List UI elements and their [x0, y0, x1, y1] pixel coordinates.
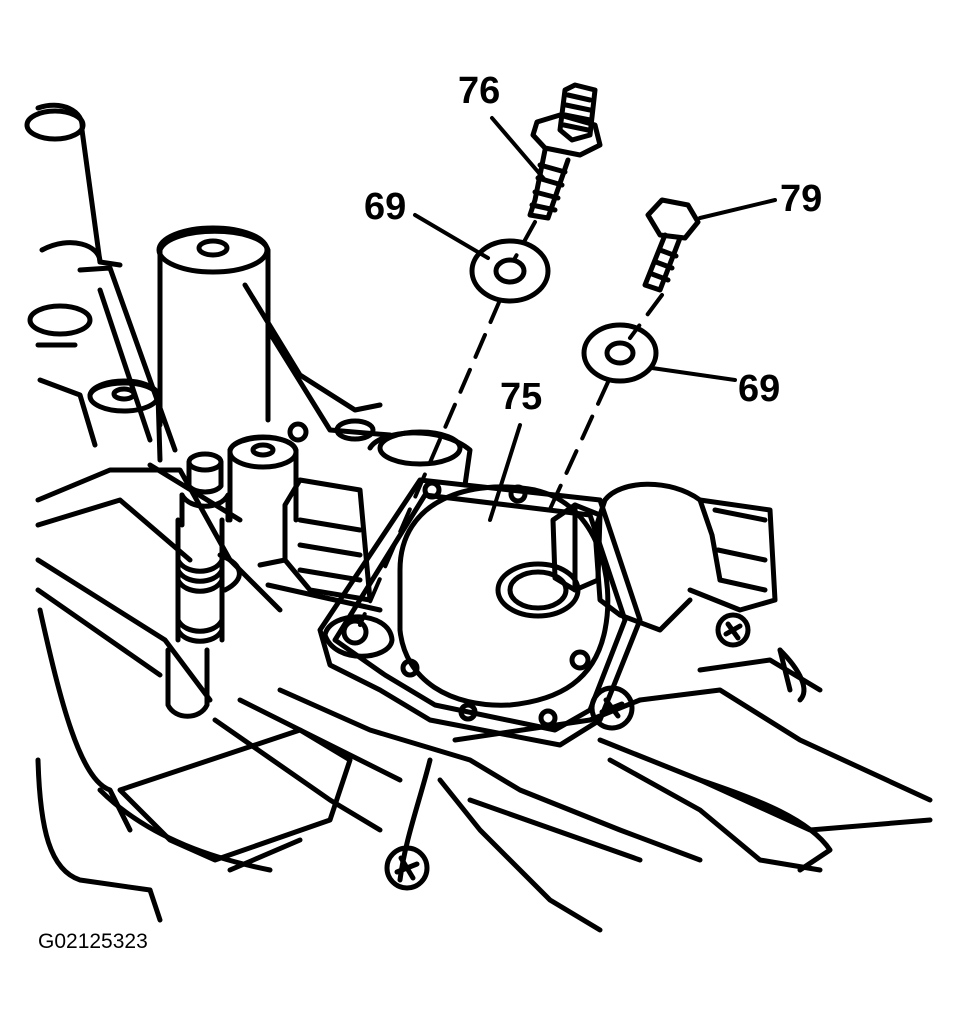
callout-75: 75 [500, 376, 543, 418]
callout-69-lower: 69 [738, 368, 781, 410]
transmission-case [24, 102, 933, 933]
callout-79: 79 [780, 178, 823, 220]
callout-69-upper: 69 [364, 186, 407, 228]
bolt-79 [642, 197, 701, 293]
callout-76: 76 [458, 70, 501, 112]
leader-lines [413, 116, 777, 522]
figure-id: G02125323 [38, 930, 148, 953]
alignment-lines [358, 220, 664, 627]
washer-69-lower [581, 322, 659, 384]
bolt-76 [527, 82, 603, 221]
valve-plunger [165, 451, 231, 719]
solenoid-75 [317, 477, 643, 748]
washer-69-upper [469, 238, 551, 304]
